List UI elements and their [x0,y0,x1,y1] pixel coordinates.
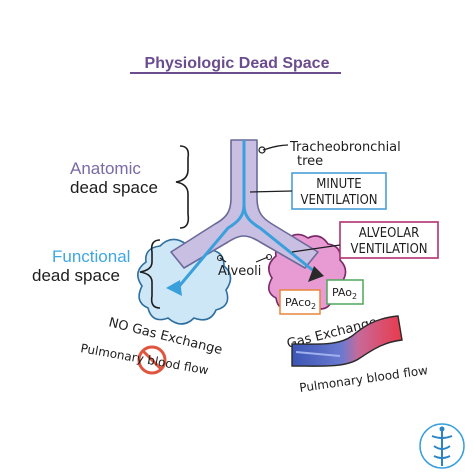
functional-brace [139,239,161,309]
pao2-box [326,279,364,305]
tracheobronchial-leader [262,144,289,151]
alveoli-leaders [219,256,269,263]
minute-label: MINUTE [316,177,361,192]
airflow-arrowhead-right [308,266,324,282]
vessel-highlight [295,351,341,357]
tracheobronchial-marker [258,146,266,154]
pao2-label: PAo2 [332,286,357,301]
functional-dead-space-label: dead space [32,266,120,285]
alveoli-label: Alveoli [218,264,261,279]
minute-ventilation-label: VENTILATION [300,193,377,208]
pao2-main: PAo [332,286,352,299]
caduceus-icon [419,423,465,469]
airflow-path [174,140,316,291]
airflow-arrowhead-left [166,280,182,296]
paco2-subscript: 2 [311,302,316,311]
anatomic-brace [175,145,190,229]
prohibition-icon [137,345,167,375]
minute-ventilation-leader [249,190,293,193]
alveolar-label: ALVEOLAR [359,226,420,241]
page-title: Physiologic Dead Space [145,55,330,72]
paco2-label: PAco2 [285,296,316,311]
alveoli-marker-left [217,255,223,261]
functional-label: Functional [52,247,130,266]
paco2-box [279,289,321,315]
alveolar-ventilation-leader [291,244,341,253]
paco2-main: PAco [285,296,311,309]
pao2-subscript: 2 [352,292,357,301]
anatomic-label: Anatomic [70,159,141,178]
alveolar-ventilation-box [339,221,439,259]
alveoli-marker-right [266,254,272,260]
alveolar-ventilation-label: VENTILATION [350,242,427,257]
pulmonary-blood-flow-right-label: Pulmonary blood flow [298,363,428,395]
tree-label: tree [297,154,323,169]
tracheobronchial-label: Tracheobronchial [289,140,401,155]
anatomic-dead-space-label: dead space [70,178,158,197]
